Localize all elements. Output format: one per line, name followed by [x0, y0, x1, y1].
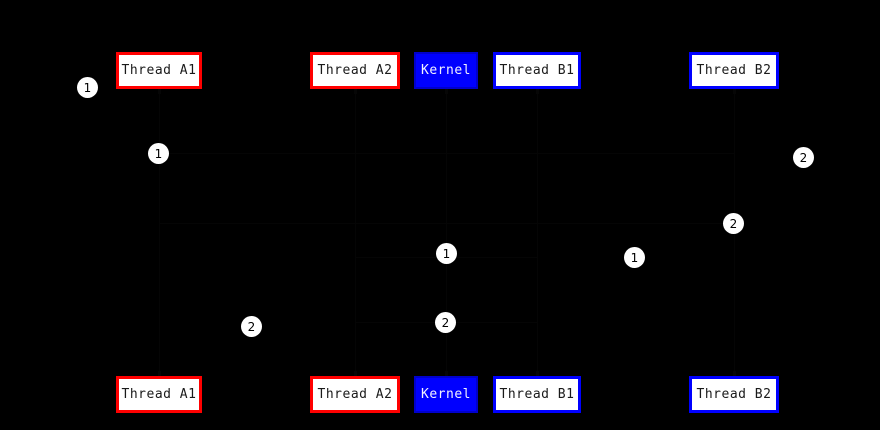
step-number-marker: 2 — [241, 316, 262, 337]
lifeline-thread-b1 — [537, 89, 538, 376]
step-number-marker: 2 — [435, 312, 456, 333]
participant-label: Thread B2 — [696, 63, 772, 78]
participant-box-thread-b2-top[interactable]: Thread B2 — [689, 52, 779, 89]
lifeline-stub-thread-b1-bottom — [536, 371, 539, 376]
participant-box-thread-b1-top[interactable]: Thread B1 — [493, 52, 581, 89]
lifeline-stub-thread-b1-top — [536, 89, 539, 94]
participant-label: Thread A1 — [121, 387, 197, 402]
lifeline-thread-a1 — [159, 89, 160, 376]
lifeline-stub-kernel-bottom — [445, 371, 448, 376]
participant-label: Thread B1 — [499, 63, 575, 78]
participant-box-kernel-bottom[interactable]: Kernel — [414, 376, 478, 413]
participant-label: Thread A2 — [317, 63, 393, 78]
step-number-marker: 1 — [436, 243, 457, 264]
lifeline-kernel — [446, 89, 447, 376]
step-number-marker: 2 — [793, 147, 814, 168]
step-number-marker: 1 — [148, 143, 169, 164]
lifeline-stub-thread-b2-bottom — [733, 371, 736, 376]
lifeline-stub-thread-a1-top — [158, 89, 161, 94]
lifeline-stub-thread-a2-bottom — [354, 371, 357, 376]
step-number-marker: 1 — [624, 247, 645, 268]
participant-box-thread-b2-bottom[interactable]: Thread B2 — [689, 376, 779, 413]
step-number-marker: 2 — [723, 213, 744, 234]
participant-label: Thread A1 — [121, 63, 197, 78]
participant-box-thread-a1-bottom[interactable]: Thread A1 — [116, 376, 202, 413]
participant-label: Thread A2 — [317, 387, 393, 402]
participant-label: Thread B1 — [499, 387, 575, 402]
participant-label: Kernel — [421, 387, 471, 402]
message-arrow-2 — [159, 223, 734, 224]
lifeline-stub-thread-a2-top — [354, 89, 357, 94]
participant-label: Kernel — [421, 63, 471, 78]
participant-box-thread-a2-bottom[interactable]: Thread A2 — [310, 376, 400, 413]
message-arrow-1 — [159, 153, 734, 154]
lifeline-stub-thread-a1-bottom — [158, 371, 161, 376]
participant-box-thread-b1-bottom[interactable]: Thread B1 — [493, 376, 581, 413]
participant-box-kernel-top[interactable]: Kernel — [414, 52, 478, 89]
step-number-marker: 1 — [77, 77, 98, 98]
lifeline-thread-a2 — [355, 89, 356, 376]
participant-box-thread-a2-top[interactable]: Thread A2 — [310, 52, 400, 89]
participant-box-thread-a1-top[interactable]: Thread A1 — [116, 52, 202, 89]
lifeline-stub-kernel-top — [445, 89, 448, 94]
participant-label: Thread B2 — [696, 387, 772, 402]
lifeline-stub-thread-b2-top — [733, 89, 736, 94]
